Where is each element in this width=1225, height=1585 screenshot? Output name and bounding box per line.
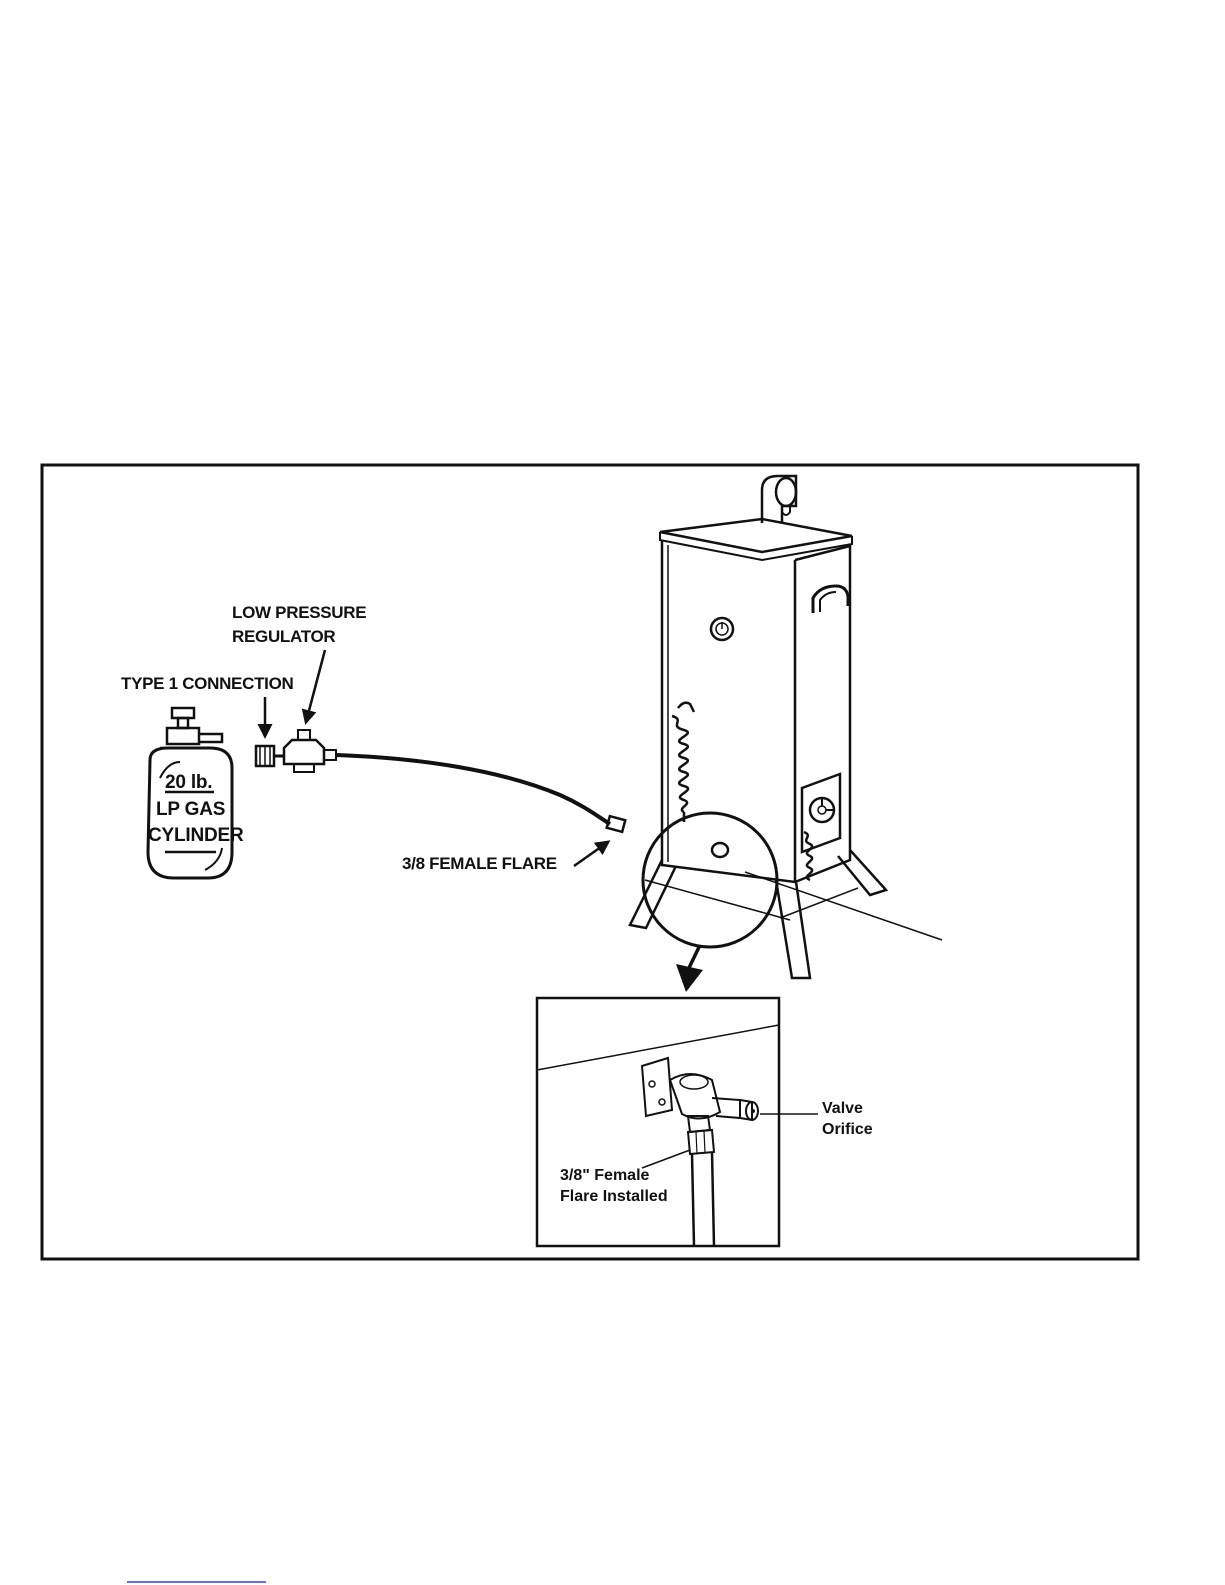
type1-connection-fitting bbox=[256, 746, 284, 766]
tank-label-line3: CYLINDER bbox=[148, 825, 244, 846]
zoom-circle bbox=[643, 813, 777, 947]
regulator-arrow bbox=[306, 650, 325, 722]
type1-connection-label: TYPE 1 CONNECTION bbox=[121, 674, 294, 693]
female-flare-arrow bbox=[574, 842, 608, 866]
leader-line bbox=[745, 872, 942, 940]
gas-hose bbox=[336, 755, 610, 824]
valve-orifice-label-line1: Valve bbox=[822, 1100, 863, 1117]
low-pressure-regulator-label-line2: REGULATOR bbox=[232, 627, 335, 646]
valve-orifice-label-line2: Orifice bbox=[822, 1121, 873, 1138]
inset-flare-label-line1: 3/8" Female bbox=[560, 1167, 650, 1184]
inset-flare-leader bbox=[642, 1150, 690, 1168]
female-flare-label: 3/8 FEMALE FLARE bbox=[402, 854, 557, 873]
diagram-frame bbox=[42, 465, 1138, 1259]
lp-gas-cylinder bbox=[148, 708, 232, 878]
tank-label-line2: LP GAS bbox=[156, 799, 225, 820]
low-pressure-regulator bbox=[284, 730, 336, 772]
valve-assembly bbox=[642, 1058, 758, 1246]
inset-flare-label-line2: Flare Installed bbox=[560, 1188, 668, 1205]
low-pressure-regulator-label-line1: LOW PRESSURE bbox=[232, 603, 366, 622]
tank-label-line1: 20 lb. bbox=[165, 772, 212, 793]
inset-detail-box bbox=[537, 998, 779, 1246]
vertical-smoker bbox=[630, 476, 886, 978]
zoom-arrow bbox=[676, 945, 703, 992]
